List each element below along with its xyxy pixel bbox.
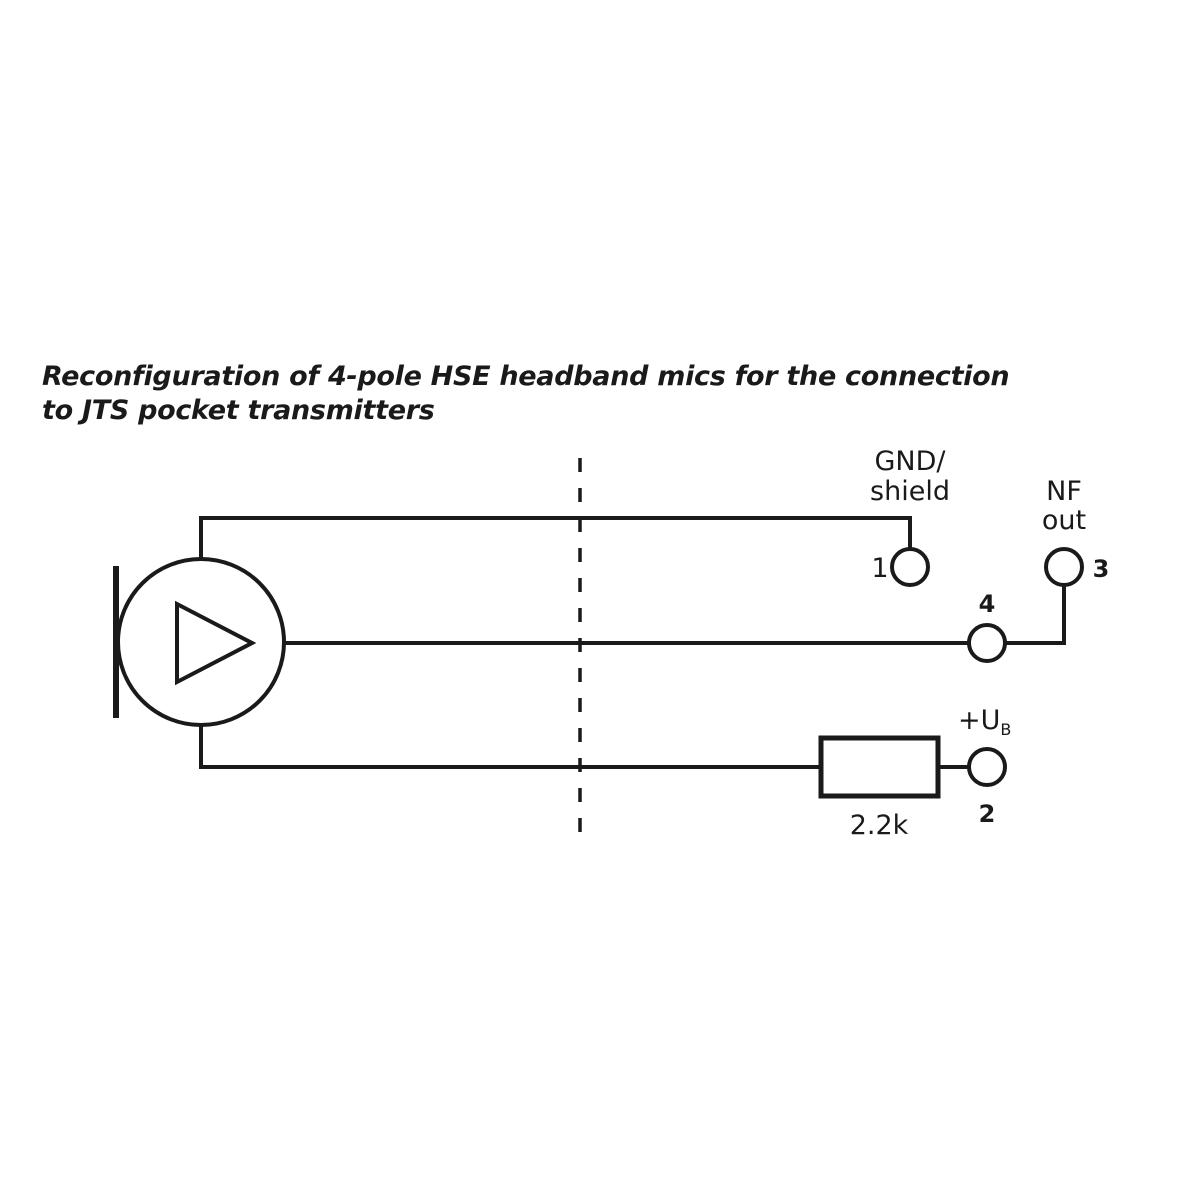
pin-3-label-line-1: NF [1046, 476, 1082, 507]
pin-2-label-subscript: B [1000, 720, 1011, 739]
diagram-title: Reconfiguration of 4-pole HSE headband m… [42, 360, 1042, 428]
resistor-symbol [818, 735, 941, 799]
pin-3-number: 3 [1093, 555, 1110, 583]
title-line-2: to JTS pocket transmitters [42, 395, 435, 426]
pin-3-label-line-2: out [1042, 505, 1086, 536]
wire-bridge-4-to-3 [1005, 586, 1066, 645]
pin-2-number: 2 [979, 800, 996, 828]
amplifier-triangle-icon [175, 600, 257, 686]
microphone-symbol [113, 557, 286, 727]
wire-ground [199, 516, 912, 559]
pin-1-number: 1 [871, 553, 888, 584]
pin-4-terminal [967, 623, 1007, 663]
pin-1-terminal [890, 547, 930, 587]
pin-1-label-line-2: shield [870, 476, 950, 507]
pin-3-terminal [1044, 547, 1084, 587]
wire-supply [199, 725, 821, 769]
mic-capsule-circle [116, 557, 286, 727]
pin-2-terminal [967, 747, 1007, 787]
pin-1-label-line-1: GND/ [874, 446, 946, 477]
pin-4-number: 4 [979, 590, 996, 618]
resistor-value-label: 2.2k [850, 810, 909, 841]
pin-2-label: +UB [958, 705, 1011, 739]
pin-2-label-main: +U [958, 705, 1000, 736]
title-line-1: Reconfiguration of 4-pole HSE headband m… [42, 361, 1010, 392]
